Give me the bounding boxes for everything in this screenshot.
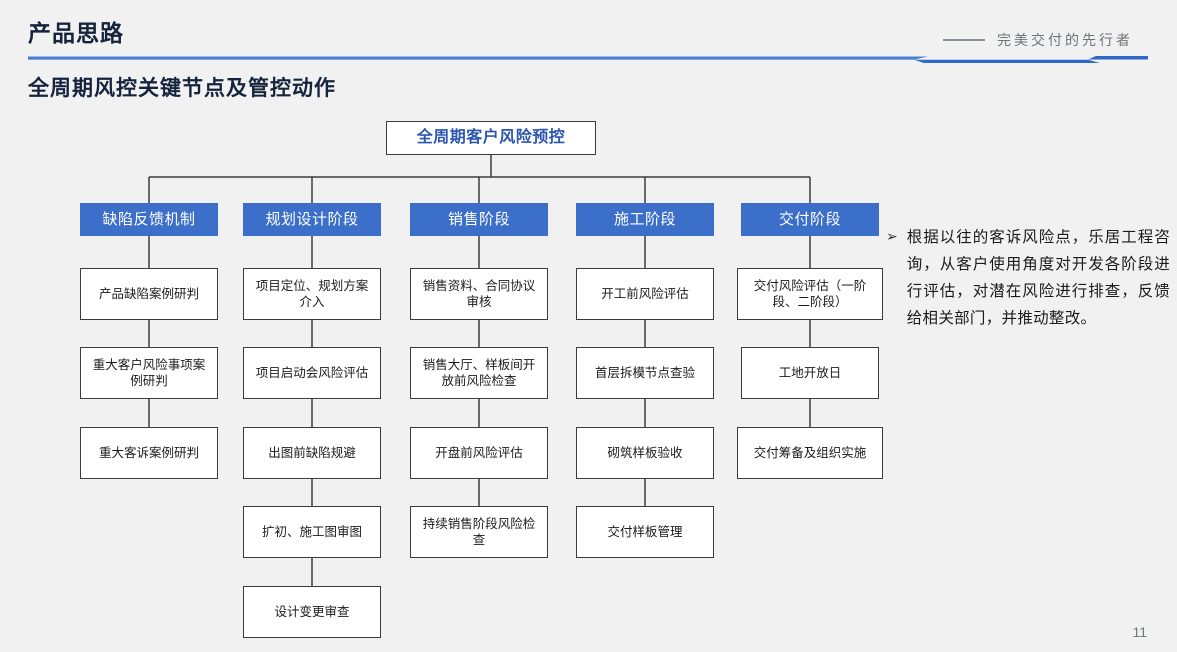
task-node[interactable]: 产品缺陷案例研判 <box>80 268 218 320</box>
header-divider <box>28 56 1148 63</box>
task-node[interactable]: 设计变更审查 <box>243 586 381 638</box>
task-node[interactable]: 销售大厅、样板间开放前风险检查 <box>410 347 548 399</box>
kicker-title: 产品思路 <box>28 20 124 46</box>
task-node[interactable]: 持续销售阶段风险检查 <box>410 506 548 558</box>
task-node[interactable]: 重大客诉案例研判 <box>80 427 218 479</box>
task-node[interactable]: 重大客户风险事项案例研判 <box>80 347 218 399</box>
tagline-rule-icon <box>943 39 985 41</box>
stage-header-sales[interactable]: 销售阶段 <box>410 203 548 236</box>
stage-header-delivery[interactable]: 交付阶段 <box>741 203 879 236</box>
task-node[interactable]: 工地开放日 <box>741 347 879 399</box>
task-node[interactable]: 项目定位、规划方案介入 <box>243 268 381 320</box>
task-node[interactable]: 砌筑样板验收 <box>576 427 714 479</box>
page-number: 11 <box>1132 624 1147 640</box>
slide-header: 产品思路 完美交付的先行者 <box>0 0 1177 72</box>
task-node[interactable]: 首层拆模节点查验 <box>576 347 714 399</box>
task-node[interactable]: 交付风险评估（一阶段、二阶段） <box>737 268 883 320</box>
stage-header-defect-feedback[interactable]: 缺陷反馈机制 <box>80 203 218 236</box>
side-note-text: 根据以往的客诉风险点，乐居工程咨询，从客户使用角度对开发各阶段进行评估，对潜在风… <box>906 229 1170 328</box>
task-node[interactable]: 出图前缺陷规避 <box>243 427 381 479</box>
stage-header-construction[interactable]: 施工阶段 <box>576 203 714 236</box>
stage-header-planning-design[interactable]: 规划设计阶段 <box>243 203 381 236</box>
tagline-group: 完美交付的先行者 <box>943 30 1133 50</box>
side-note: ➢ 根据以往的客诉风险点，乐居工程咨询，从客户使用角度对开发各阶段进行评估，对潜… <box>886 224 1170 333</box>
task-node[interactable]: 交付样板管理 <box>576 506 714 558</box>
task-node[interactable]: 交付筹备及组织实施 <box>737 427 883 479</box>
bullet-arrow-icon: ➢ <box>886 228 898 244</box>
task-node[interactable]: 开盘前风险评估 <box>410 427 548 479</box>
page-title: 全周期风控关键节点及管控动作 <box>28 77 336 100</box>
tagline-text: 完美交付的先行者 <box>997 33 1133 49</box>
task-node[interactable]: 销售资料、合同协议审核 <box>410 268 548 320</box>
task-node[interactable]: 扩初、施工图审图 <box>243 506 381 558</box>
task-node[interactable]: 项目启动会风险评估 <box>243 347 381 399</box>
task-node[interactable]: 开工前风险评估 <box>576 268 714 320</box>
root-node[interactable]: 全周期客户风险预控 <box>386 121 596 155</box>
